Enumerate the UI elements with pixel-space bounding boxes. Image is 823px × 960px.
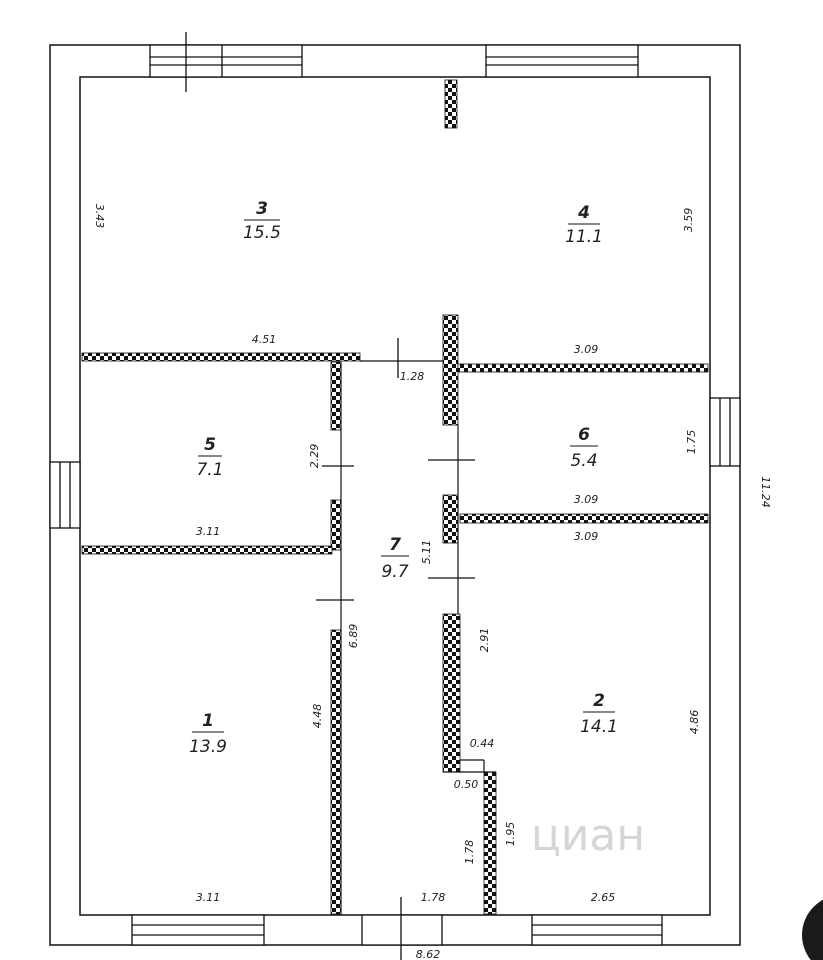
partition-outlines: [340, 360, 496, 914]
dim-1-95: 1.95: [504, 822, 517, 847]
dim-3-09-mid: 3.09: [574, 493, 599, 506]
dim-1-78-vertical: 1.78: [463, 840, 476, 865]
dim-6-89: 6.89: [347, 624, 360, 649]
window-left: [49, 461, 81, 529]
room-labels: 3 15.5 4 11.1 5 7.1 6 5.4 7 9.7 1 13.9: [189, 199, 618, 757]
room-5-number: 5: [204, 435, 216, 455]
room-4: 4 11.1: [565, 203, 603, 247]
room-4-area: 11.1: [565, 227, 603, 247]
room-2-number: 2: [593, 691, 605, 711]
room-6-number: 6: [578, 425, 590, 445]
room-7-number: 7: [389, 535, 401, 555]
dim-1-28: 1.28: [400, 370, 425, 383]
dim-2-91: 2.91: [478, 628, 491, 653]
dimension-labels: 3.43 3.59 4.51 3.09 1.28 2.29 1.75 11.24…: [93, 204, 772, 960]
dim-1-78-horizontal: 1.78: [421, 891, 446, 904]
dim-2-29: 2.29: [308, 444, 321, 469]
room-1-number: 1: [202, 711, 214, 731]
room-6-area: 5.4: [570, 451, 597, 471]
room-2: 2 14.1: [580, 691, 618, 737]
window-top-right: [485, 44, 639, 78]
room-2-area: 14.1: [580, 717, 618, 737]
dim-4-48: 4.48: [311, 704, 324, 729]
room-6: 6 5.4: [570, 425, 598, 471]
watermark-text: циан: [531, 810, 645, 861]
dim-4-51: 4.51: [252, 333, 277, 346]
dim-2-65: 2.65: [591, 891, 616, 904]
room-1-area: 13.9: [189, 737, 227, 757]
window-top-left: [149, 44, 303, 78]
dim-5-11: 5.11: [420, 540, 433, 565]
dim-3-59: 3.59: [682, 208, 695, 233]
dim-3-11-top: 3.11: [196, 525, 221, 538]
dim-3-09-top: 3.09: [574, 343, 599, 356]
room-1: 1 13.9: [189, 711, 227, 757]
door-ticks: [185, 32, 475, 960]
window-bottom-left: [131, 914, 265, 946]
dim-3-43: 3.43: [93, 204, 106, 229]
room-5: 5 7.1: [196, 435, 223, 480]
dim-1-75: 1.75: [685, 430, 698, 455]
dim-8-62: 8.62: [416, 948, 441, 960]
dim-3-11-bottom: 3.11: [196, 891, 221, 904]
entrance-door: [361, 914, 443, 946]
room-7-area: 9.7: [381, 562, 408, 582]
corner-badge[interactable]: [802, 895, 823, 960]
dim-3-09-low: 3.09: [574, 530, 599, 543]
room-4-number: 4: [577, 203, 590, 223]
dim-11-24: 11.24: [759, 476, 772, 508]
dim-0-44: 0.44: [470, 737, 495, 750]
partitions: [81, 79, 709, 915]
room-3: 3 15.5: [243, 199, 281, 243]
room-3-area: 15.5: [243, 223, 281, 243]
room-7: 7 9.7: [381, 535, 409, 582]
windows: [49, 44, 741, 946]
dim-4-86: 4.86: [688, 710, 701, 735]
dim-0-50: 0.50: [454, 778, 479, 791]
room-5-area: 7.1: [196, 460, 223, 480]
window-right: [709, 397, 741, 467]
room-3-number: 3: [256, 199, 268, 219]
window-bottom-right: [531, 914, 663, 946]
